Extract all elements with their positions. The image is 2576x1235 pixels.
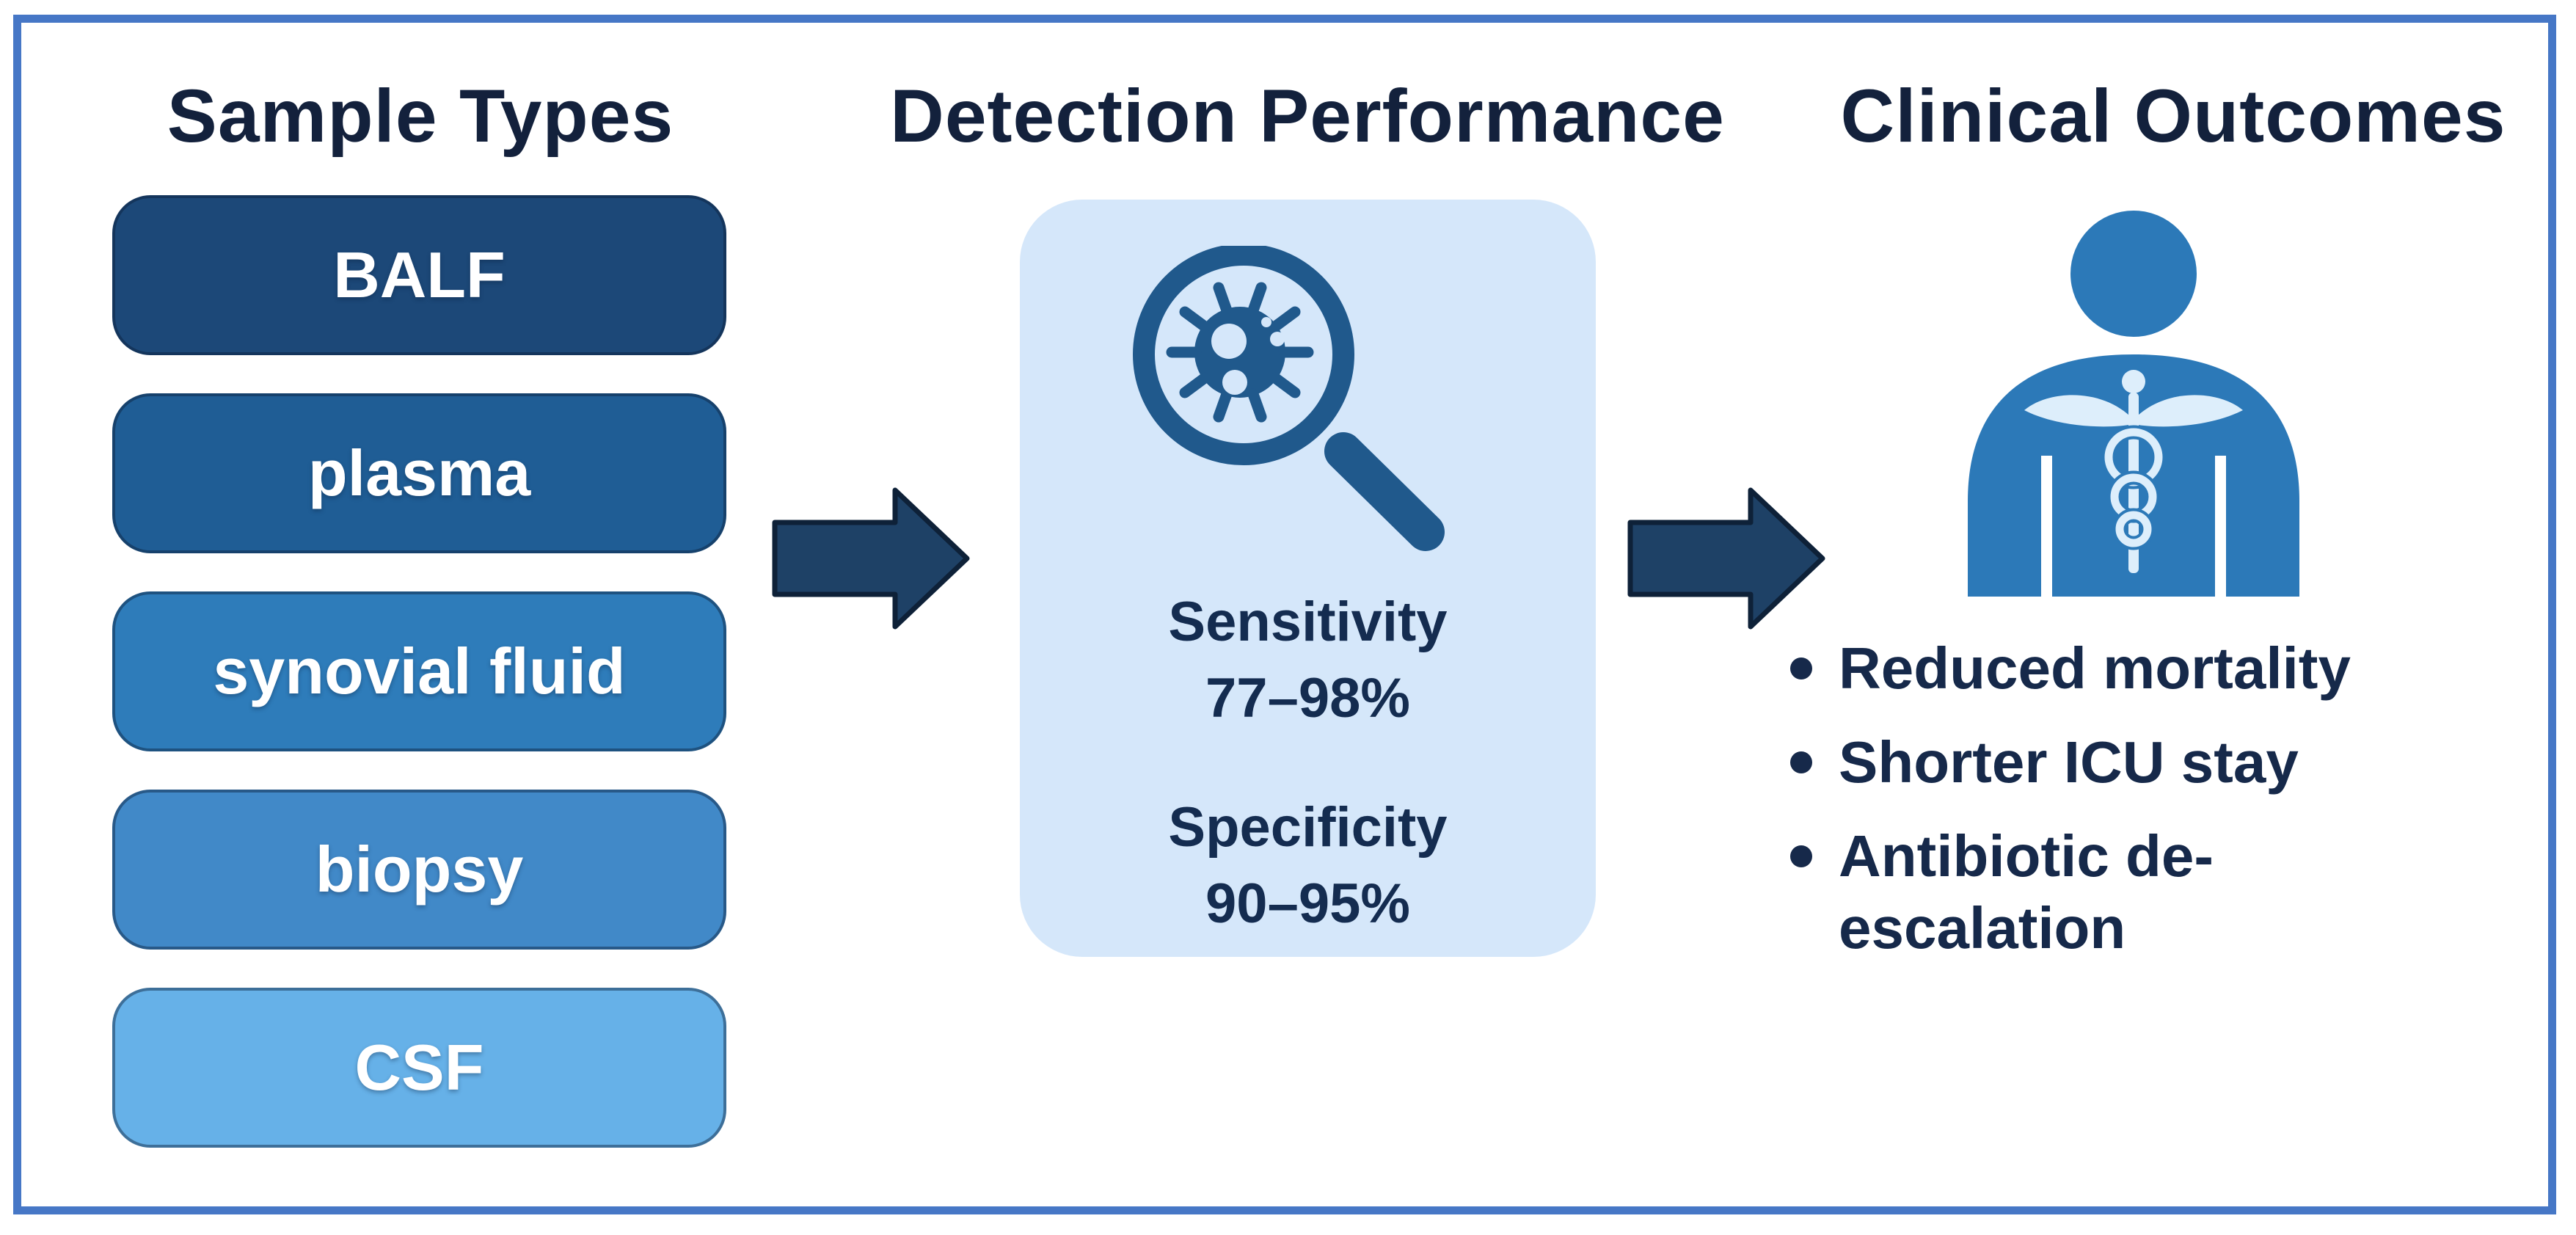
sample-box-csf: CSF bbox=[112, 988, 726, 1148]
outcome-text: Shorter ICU stay bbox=[1839, 729, 2299, 795]
detection-performance-card bbox=[1020, 200, 1596, 957]
magnifier-virus-icon bbox=[1133, 246, 1445, 551]
sample-box-balf: BALF bbox=[112, 195, 726, 355]
bullet-dot bbox=[1790, 751, 1812, 773]
sample-box-synovial-fluid: synovial fluid bbox=[112, 591, 726, 751]
list-item: Antibiotic de-escalation bbox=[1790, 820, 2451, 964]
sensitivity-value: 77–98% bbox=[1205, 667, 1410, 729]
outcome-text: Antibiotic de-escalation bbox=[1839, 823, 2214, 961]
outcomes-column-title: Clinical Outcomes bbox=[1840, 74, 2506, 158]
outcome-text: Reduced mortality bbox=[1839, 635, 2351, 701]
outcomes-bullet-list: Reduced mortality Shorter ICU stay Antib… bbox=[1790, 633, 2451, 986]
sample-box-label: BALF bbox=[333, 238, 506, 311]
sample-box-label: CSF bbox=[354, 1031, 484, 1104]
right-arrow-icon bbox=[1627, 487, 1825, 630]
bullet-dot bbox=[1790, 657, 1812, 680]
right-arrow-icon bbox=[772, 487, 970, 630]
bullet-dot bbox=[1790, 845, 1812, 867]
patient-caduceus-icon bbox=[1968, 211, 2299, 597]
list-item: Reduced mortality bbox=[1790, 633, 2451, 704]
specificity-stat: Specificity 90–95% bbox=[1020, 790, 1596, 942]
detection-column-title: Detection Performance bbox=[890, 74, 1725, 158]
sample-box-biopsy: biopsy bbox=[112, 790, 726, 950]
list-item: Shorter ICU stay bbox=[1790, 726, 2451, 798]
sample-box-label: plasma bbox=[307, 437, 531, 509]
sensitivity-stat: Sensitivity 77–98% bbox=[1020, 584, 1596, 737]
specificity-label: Specificity bbox=[1168, 796, 1448, 859]
samples-column-title: Sample Types bbox=[167, 74, 674, 158]
specificity-value: 90–95% bbox=[1205, 872, 1410, 935]
sample-box-plasma: plasma bbox=[112, 393, 726, 553]
sensitivity-label: Sensitivity bbox=[1168, 591, 1448, 653]
sample-box-label: synovial fluid bbox=[213, 635, 626, 707]
sample-box-label: biopsy bbox=[315, 833, 524, 906]
